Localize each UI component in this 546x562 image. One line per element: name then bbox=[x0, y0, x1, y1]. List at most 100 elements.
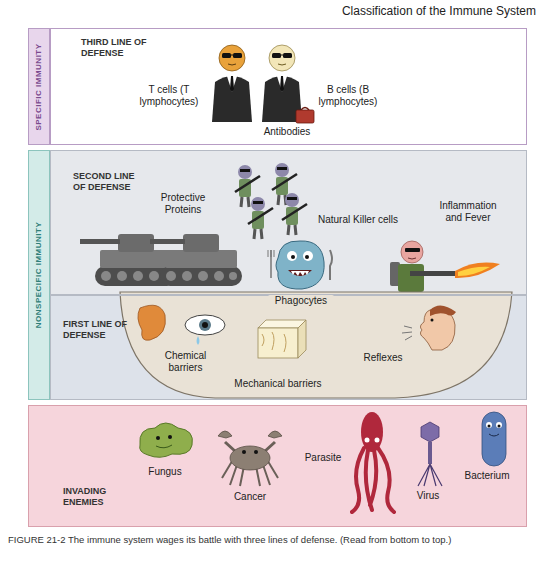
t-cell-figure bbox=[233, 53, 242, 58]
tank-icon bbox=[183, 234, 219, 252]
part-label: Cancer bbox=[224, 491, 276, 503]
b-cell-figure bbox=[272, 53, 281, 58]
eye-icon bbox=[199, 319, 211, 331]
t-cell-figure bbox=[228, 64, 236, 65]
part-label: Antibodies bbox=[252, 126, 322, 138]
squid-icon bbox=[352, 412, 394, 512]
bacterium-icon bbox=[498, 425, 501, 428]
b-cell-figure bbox=[280, 76, 284, 92]
eye-icon bbox=[185, 315, 225, 345]
part-label: Chemical barriers bbox=[158, 350, 213, 374]
part-label: Inflammation and Fever bbox=[432, 200, 504, 224]
part-label: Phagocytes bbox=[268, 295, 334, 307]
virus-icon bbox=[428, 442, 432, 464]
natural-killer-figure bbox=[295, 225, 296, 235]
b-cell-figure bbox=[262, 45, 314, 123]
crab-icon bbox=[218, 431, 282, 486]
fungus-icon bbox=[140, 423, 193, 457]
eye-icon bbox=[197, 336, 200, 345]
natural-killer-figure bbox=[261, 229, 262, 239]
part-label: Protective Proteins bbox=[150, 192, 216, 216]
coughing-face bbox=[430, 305, 456, 316]
skin-block-icon bbox=[298, 320, 306, 358]
coughing-face bbox=[431, 319, 434, 322]
bacterium-icon bbox=[482, 412, 506, 466]
t-cell-figure bbox=[219, 45, 245, 71]
figure-caption: FIGURE 21-2 The immune system wages its … bbox=[8, 534, 538, 546]
inflammation-fighter bbox=[458, 267, 490, 276]
inflammation-fighter bbox=[408, 258, 416, 259]
part-label: Fungus bbox=[138, 466, 192, 478]
tank-icon bbox=[166, 271, 176, 281]
natural-killer-figure bbox=[240, 169, 250, 172]
skin-block-icon bbox=[258, 320, 306, 358]
t-cell-figure bbox=[212, 76, 252, 122]
crab-icon bbox=[268, 431, 282, 438]
phagocyte-blob bbox=[288, 270, 312, 276]
virus-icon bbox=[418, 422, 442, 486]
panel-heading: INVADING ENEMIES bbox=[63, 486, 129, 508]
tank-icon bbox=[149, 271, 159, 281]
natural-killer-figure bbox=[282, 204, 307, 220]
natural-killer-figure bbox=[254, 229, 255, 239]
part-label: Natural Killer cells bbox=[318, 214, 418, 226]
squid-icon bbox=[361, 412, 383, 452]
t-cell-figure bbox=[230, 76, 234, 92]
tank-icon bbox=[118, 234, 154, 252]
phagocyte-blob bbox=[303, 251, 313, 261]
phagocyte-blob bbox=[291, 271, 309, 276]
immunity-band: NONSPECIFIC IMMUNITY bbox=[28, 150, 50, 400]
band-fill bbox=[28, 150, 50, 400]
crab-icon bbox=[254, 450, 258, 454]
eye-icon bbox=[202, 322, 208, 328]
phagocyte-blob bbox=[276, 241, 324, 289]
bacterium-icon bbox=[482, 412, 506, 466]
eye-icon bbox=[185, 315, 225, 335]
virus-icon bbox=[421, 422, 439, 442]
part-label: Bacterium bbox=[456, 470, 518, 482]
phagocyte-blob bbox=[330, 250, 332, 280]
part-label: Virus bbox=[408, 490, 448, 502]
defense-panel: INVADING ENEMIES bbox=[28, 405, 527, 527]
part-label: B cells (B lymphocytes) bbox=[308, 84, 388, 108]
band-fill bbox=[50, 28, 527, 145]
tank-icon bbox=[165, 250, 237, 268]
squid-icon bbox=[375, 438, 380, 443]
panel-heading: FIRST LINE OF DEFENSE bbox=[63, 319, 129, 341]
natural-killer-figure bbox=[288, 225, 289, 235]
tank-icon bbox=[182, 271, 192, 281]
natural-killer-figure bbox=[251, 197, 265, 211]
natural-killer-figure bbox=[241, 197, 242, 207]
part-label: Parasite bbox=[298, 452, 348, 464]
squid-icon bbox=[365, 438, 370, 443]
defense-bowl bbox=[120, 292, 512, 398]
bacterium-icon bbox=[489, 434, 499, 436]
tank-icon bbox=[117, 271, 127, 281]
tank-icon bbox=[150, 239, 185, 244]
t-cell-figure bbox=[231, 55, 233, 56]
b-cell-figure bbox=[269, 45, 295, 71]
inflammation-fighter bbox=[390, 241, 500, 292]
inflammation-fighter bbox=[401, 241, 423, 263]
b-cell-figure bbox=[296, 110, 314, 123]
natural-killer-figure bbox=[235, 176, 260, 192]
inflammation-fighter bbox=[455, 263, 500, 279]
natural-killer-figure bbox=[285, 193, 299, 207]
coughing-face bbox=[402, 305, 456, 350]
page-title: Classification of the Immune System bbox=[342, 4, 536, 18]
band-fills bbox=[28, 28, 527, 527]
stomach-icon bbox=[138, 305, 166, 340]
tank-icon bbox=[133, 271, 143, 281]
tank-icon bbox=[229, 272, 237, 280]
inflammation-fighter bbox=[410, 271, 456, 276]
skin-block-icon bbox=[262, 332, 286, 352]
natural-killer-figure bbox=[272, 163, 297, 205]
b-cell-figure bbox=[283, 53, 292, 58]
b-cell-figure bbox=[276, 73, 288, 92]
panel-heading: SECOND LINE OF DEFENSE bbox=[73, 171, 139, 193]
fungus-icon bbox=[156, 445, 172, 448]
natural-killer-figure bbox=[278, 195, 279, 205]
phagocyte-blob bbox=[305, 255, 309, 259]
natural-killer-figure bbox=[275, 163, 289, 177]
